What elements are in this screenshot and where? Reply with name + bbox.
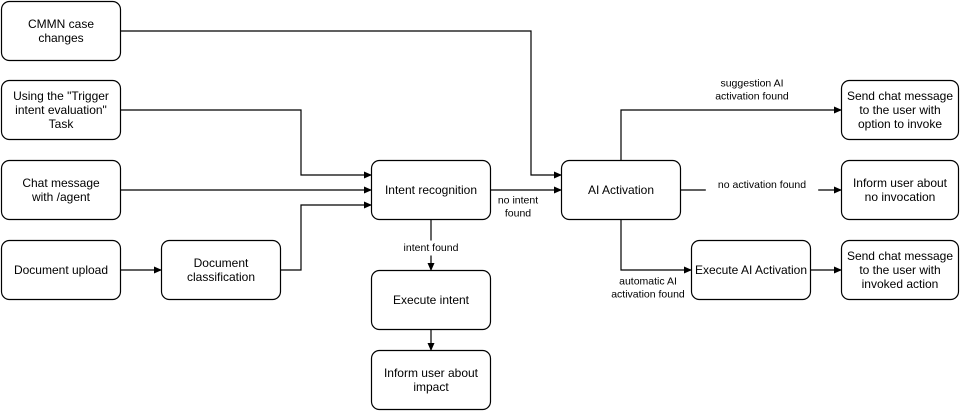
node-label: impact [413, 380, 449, 394]
node-box [690, 239, 812, 301]
node-label: Task [49, 117, 75, 131]
node-box [160, 239, 282, 301]
edge-label-line: found [505, 208, 531, 220]
edge-label-line: no intent [498, 195, 538, 207]
edge-label-line: intent found [404, 242, 459, 254]
node-label: Inform user about [384, 366, 479, 380]
node-label: option to invoke [858, 117, 942, 131]
node-intent: Intent recognition [370, 159, 492, 221]
node-label: Inform user about [853, 176, 948, 190]
edge-ai-send-option [620, 106, 842, 160]
node-label: no invocation [865, 190, 936, 204]
node-exec_intent: Execute intent [370, 269, 492, 331]
edge-label-line: activation found [715, 91, 789, 103]
node-label: classification [187, 270, 255, 284]
node-label: to the user with [859, 103, 940, 117]
edge-ai-exec-ai [620, 220, 692, 274]
node-box [0, 239, 122, 301]
edge-cmmn-ai [121, 30, 562, 179]
node-label: with /agent [31, 190, 91, 204]
node-box [840, 159, 960, 221]
node-exec_ai: Execute AI Activation [690, 239, 812, 301]
node-box [370, 349, 492, 411]
node-label: Using the "Trigger [13, 89, 109, 103]
node-label: AI Activation [588, 183, 654, 197]
node-label: Send chat message [847, 89, 953, 103]
edge-classify-intent [281, 201, 372, 271]
node-box [560, 159, 682, 221]
node-label: invoked action [862, 277, 939, 291]
edge-label-ai-inform-none: no activation found [705, 177, 819, 193]
edge-trigger-intent [121, 109, 372, 179]
node-box [840, 239, 960, 301]
node-ai: AI Activation [560, 159, 682, 221]
node-label: Send chat message [847, 249, 953, 263]
node-label: Document [194, 256, 249, 270]
node-label: Document upload [14, 263, 108, 277]
node-label: Execute AI Activation [695, 263, 807, 277]
node-box [0, 79, 122, 141]
node-label: intent evaluation" [15, 103, 107, 117]
node-box [370, 269, 492, 331]
node-upload: Document upload [0, 239, 122, 301]
node-label: Execute intent [393, 293, 470, 307]
edge-label-line: no activation found [718, 179, 806, 191]
node-label: CMMN case [28, 17, 94, 31]
node-label: changes [38, 31, 83, 45]
edge-label-line: automatic AI [619, 276, 677, 288]
edge-label-line: activation found [611, 289, 685, 301]
node-label: to the user with [859, 263, 940, 277]
node-box [0, 159, 122, 221]
node-label: Chat message [22, 176, 100, 190]
edge-label-line: suggestion AI [720, 78, 783, 90]
node-box [370, 159, 492, 221]
node-box [0, 0, 122, 62]
node-box [840, 79, 960, 141]
node-label: Intent recognition [385, 183, 477, 197]
edge-label-intent-exec: intent found [394, 240, 468, 256]
